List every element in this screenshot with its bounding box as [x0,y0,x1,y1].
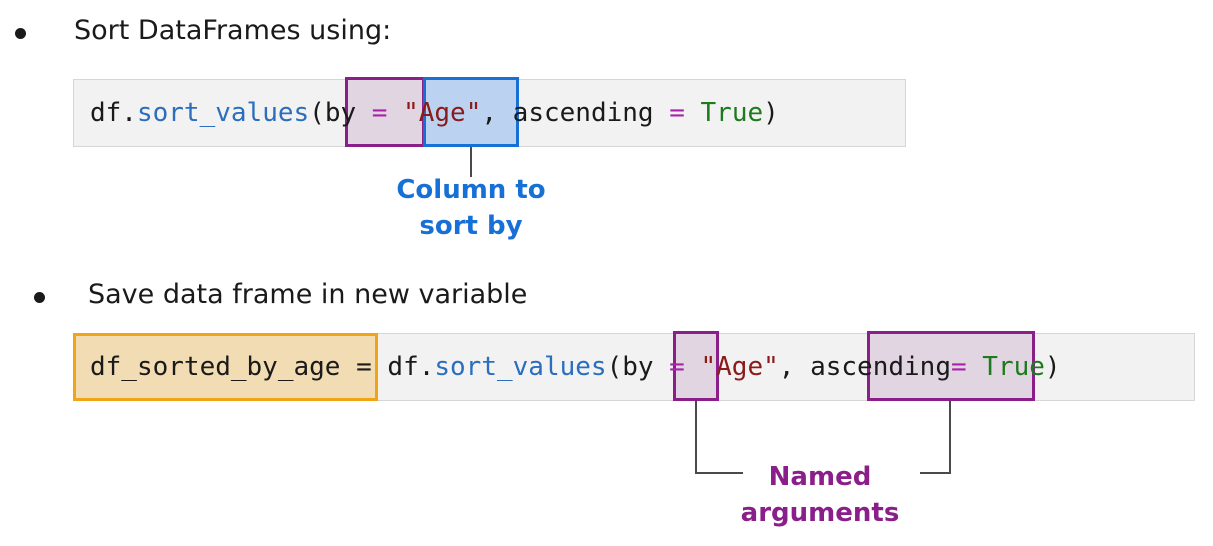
annotation-line: Column to [396,175,546,205]
bracket-right-vertical [949,401,951,474]
code-equals: = [669,98,685,128]
code-by: by [622,352,654,382]
code-paren-open: ( [309,98,325,128]
code-paren-close: ) [763,98,779,128]
highlight-ascending-arg [867,331,1035,401]
code-paren-close: ) [1044,352,1061,382]
code-variable: df_sorted_by_age [90,352,341,382]
annotation-line: arguments [740,498,900,528]
annotation-named-arguments: Named arguments [720,459,920,531]
code-paren-open: ( [606,352,623,382]
code-block-save [73,333,1195,401]
code-ascending: , ascending [481,98,670,128]
highlight-age-column [423,77,519,147]
code-sort-values: sort_values [136,98,310,128]
highlight-variable [73,333,378,401]
code-ascending: ascending [810,352,951,382]
code-true: True [966,352,1045,382]
bracket-right-horizontal [920,472,951,474]
highlight-by-arg [673,331,719,401]
bullet-dot [15,28,26,39]
code-line-save: df_sorted_by_age = df.sort_values(by = "… [90,354,1061,380]
code-sort-values: sort_values [434,352,607,382]
bracket-left-horizontal [695,472,743,474]
code-equals: = [653,352,701,382]
annotation-line: Named [768,462,872,492]
bullet-text-sort: Sort DataFrames using: [74,15,392,46]
annotation-column-to-sort-by: Column to sort by [371,172,571,244]
code-line-sort: df.sort_values(by = "Age", ascending = T… [90,100,779,126]
code-assign-df: = df. [340,352,435,382]
code-df: df. [90,98,137,128]
annotation-line: sort by [419,211,523,241]
highlight-by-arg [345,77,425,147]
bullet-text-save: Save data frame in new variable [88,279,528,310]
code-equals: = [950,352,967,382]
code-comma: , [778,352,811,382]
bullet-dot [34,292,45,303]
code-true: True [684,98,764,128]
code-equals: = [356,98,404,128]
bracket-left-vertical [695,401,697,474]
connector-line-column [470,147,472,177]
code-by: by [324,98,357,128]
code-age-string: "Age" [700,352,779,382]
code-age-string: "Age" [403,98,482,128]
